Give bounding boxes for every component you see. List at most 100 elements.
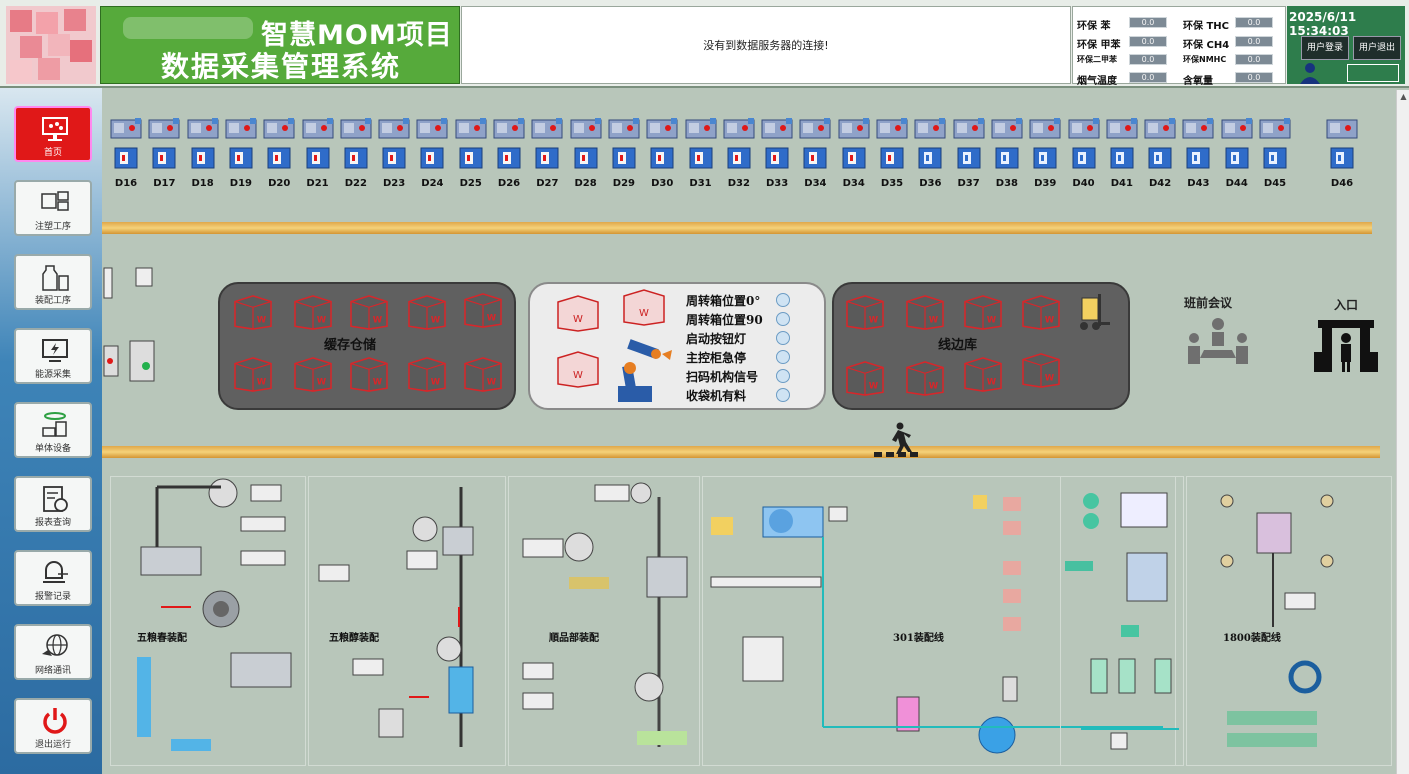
machine-d28[interactable]: D28 — [568, 116, 604, 194]
machine-label: D38 — [995, 178, 1018, 189]
machine-head-icon — [570, 118, 602, 139]
nav-network[interactable]: 网络通讯 — [14, 624, 92, 680]
machine-d31[interactable]: D31 — [683, 116, 719, 194]
machine-d34[interactable]: D34 — [836, 116, 872, 194]
sidebar: 首页 注塑工序 装配工序 能源采集 单体设备 — [0, 88, 102, 774]
svg-text:W: W — [431, 377, 441, 387]
nav-home[interactable]: 首页 — [14, 106, 92, 162]
storage-box-icon: W — [350, 295, 388, 330]
env-value: 0.0 — [1129, 17, 1167, 28]
machine-label: D19 — [229, 178, 252, 189]
machine-d21[interactable]: D21 — [300, 116, 336, 194]
machine-d27[interactable]: D27 — [529, 116, 565, 194]
logout-button[interactable]: 用户退出 — [1353, 36, 1401, 60]
machine-head-icon — [187, 118, 219, 139]
env-label: 含氧量 — [1183, 76, 1213, 87]
machine-d46[interactable]: D46 — [1324, 116, 1360, 194]
machine-d40[interactable]: D40 — [1066, 116, 1102, 194]
env-value: 0.0 — [1235, 17, 1273, 28]
storage-box-icon: W — [1022, 353, 1060, 388]
line-schematic — [318, 487, 474, 747]
machine-d34[interactable]: D34 — [797, 116, 833, 194]
line-label: 順品部装配 — [549, 633, 599, 644]
machine-d39[interactable]: D39 — [1027, 116, 1063, 194]
env-label: 环保 甲苯 — [1077, 40, 1121, 51]
machine-d20[interactable]: D20 — [261, 116, 297, 194]
storage-box-icon: W — [464, 293, 502, 328]
machine-d16[interactable]: D16 — [108, 116, 144, 194]
machine-d25[interactable]: D25 — [453, 116, 489, 194]
machine-head-icon — [340, 118, 372, 139]
machine-head-icon — [263, 118, 295, 139]
machine-head-icon — [416, 118, 448, 139]
machine-head-icon — [225, 118, 257, 139]
machine-d29[interactable]: D29 — [606, 116, 642, 194]
nav-energy[interactable]: 能源采集 — [14, 328, 92, 384]
alarm-bell-icon — [43, 561, 68, 583]
login-button[interactable]: 用户登录 — [1301, 36, 1349, 60]
machine-d19[interactable]: D19 — [223, 116, 259, 194]
machine-d45[interactable]: D45 — [1257, 116, 1293, 194]
machine-d41[interactable]: D41 — [1104, 116, 1140, 194]
storage-box-icon: W — [294, 357, 332, 392]
machine-label: D16 — [114, 178, 138, 189]
machine-head-icon — [493, 118, 525, 139]
machine-d18[interactable]: D18 — [185, 116, 221, 194]
conveyor-rail-bottom — [102, 446, 1380, 458]
machine-d23[interactable]: D23 — [376, 116, 412, 194]
machine-d26[interactable]: D26 — [491, 116, 527, 194]
machine-label: D29 — [612, 178, 635, 189]
scroll-up-arrow[interactable]: ▲ — [1400, 92, 1407, 101]
crosswalk-icon — [874, 422, 918, 457]
machine-d35[interactable]: D35 — [874, 116, 910, 194]
entrance-gate-icon — [1314, 320, 1378, 372]
svg-text:W: W — [487, 377, 497, 387]
machine-label: D34 — [804, 178, 827, 189]
line-label: 五粮春装配 — [137, 633, 187, 644]
machine-d42[interactable]: D42 — [1142, 116, 1178, 194]
machine-d44[interactable]: D44 — [1219, 116, 1255, 194]
machine-head-icon — [1029, 118, 1061, 139]
machine-label: D36 — [919, 178, 942, 189]
machine-label: D35 — [880, 178, 904, 189]
machine-base-icon — [229, 147, 253, 169]
machine-d43[interactable]: D43 — [1180, 116, 1216, 194]
machine-d32[interactable]: D32 — [721, 116, 757, 194]
machine-d24[interactable]: D24 — [414, 116, 450, 194]
nav-alarm[interactable]: 报警记录 — [14, 550, 92, 606]
machine-base-icon — [1148, 147, 1172, 169]
report-icon — [43, 486, 68, 512]
nav-report[interactable]: 报表查询 — [14, 476, 92, 532]
nav-equipment[interactable]: 单体设备 — [14, 402, 92, 458]
vertical-scrollbar[interactable]: ▲ — [1396, 90, 1409, 774]
nav-label: 退出运行 — [34, 740, 71, 750]
machine-label: D25 — [459, 178, 482, 189]
machine-d38[interactable]: D38 — [989, 116, 1025, 194]
machine-base-icon — [842, 147, 866, 169]
nav-assembly[interactable]: 装配工序 — [14, 254, 92, 310]
machine-d36[interactable]: D36 — [912, 116, 948, 194]
machine-d33[interactable]: D33 — [759, 116, 795, 194]
user-icon — [1300, 63, 1320, 84]
nav-exit[interactable]: 退出运行 — [14, 698, 92, 754]
machine-d37[interactable]: D37 — [951, 116, 987, 194]
storage-box-icon: W — [350, 357, 388, 392]
machine-head-icon — [110, 118, 142, 139]
storage-box-icon: W — [906, 361, 944, 396]
svg-text:W: W — [487, 313, 497, 323]
machine-d17[interactable]: D17 — [146, 116, 182, 194]
nav-injection[interactable]: 注塑工序 — [14, 180, 92, 236]
assembly-bottle-icon — [42, 265, 69, 291]
machine-d30[interactable]: D30 — [644, 116, 680, 194]
svg-text:W: W — [929, 381, 939, 391]
nav-label: 首页 — [43, 148, 62, 158]
machine-d22[interactable]: D22 — [338, 116, 374, 194]
machine-base-icon — [612, 147, 636, 169]
machine-base-icon — [1186, 147, 1210, 169]
svg-text:W: W — [373, 377, 383, 387]
env-value: 0.0 — [1129, 54, 1167, 65]
env-value: 0.0 — [1235, 54, 1273, 65]
